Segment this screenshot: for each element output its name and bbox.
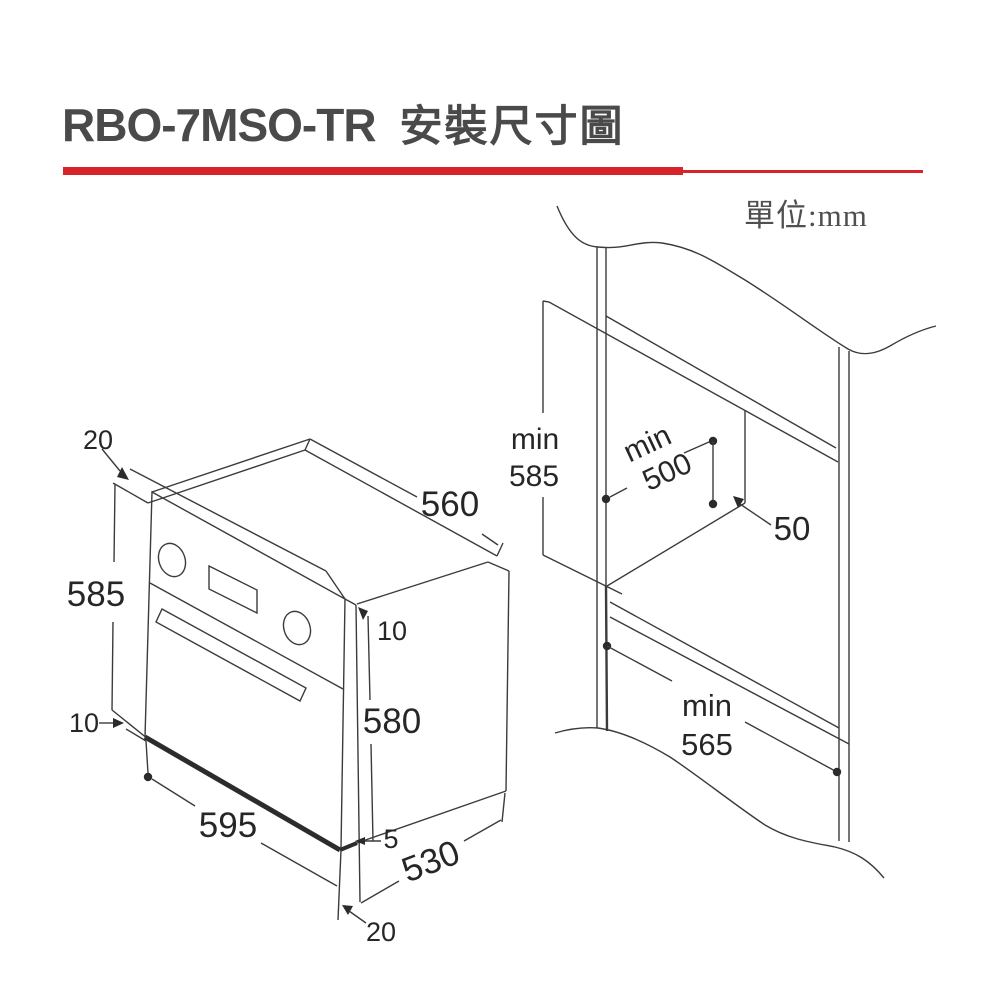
oven-door-bottom-edge-return	[339, 841, 358, 852]
oven-body-bottom-back-edge	[356, 790, 507, 844]
cabinet-niche-view	[542, 205, 937, 879]
oven-back-corner-chamfer	[487, 561, 510, 572]
oven-door-bottom-edge	[143, 734, 342, 853]
dim-50-leader	[739, 503, 772, 526]
oven-right-depth-edge	[356, 561, 489, 605]
dim-10bl-arrow	[113, 718, 124, 728]
dim-20b-arrow	[342, 905, 353, 915]
page-title: RBO-7MSO-TR 安裝尺寸圖	[62, 92, 625, 154]
dim-label-560: 560	[421, 485, 479, 524]
dim-580-line	[367, 615, 374, 842]
dim-label-10-top: 10	[377, 616, 407, 646]
dim-min500-dot-front	[601, 494, 611, 504]
dim-label-min-height-value: 585	[509, 460, 559, 493]
oven-top-corner-connector	[325, 570, 346, 600]
dim-label-min-base-word: min	[682, 688, 732, 723]
dim-label-530: 530	[397, 833, 466, 890]
oven-top-back-edge	[304, 449, 498, 557]
dim-20-top-arrow	[117, 467, 129, 480]
dim-20b-leader	[348, 910, 367, 924]
oven-control-band-divider	[149, 582, 344, 690]
oven-top-depth-edge-1	[147, 449, 306, 504]
oven-top-back-step	[304, 438, 311, 451]
dim-585-line	[111, 483, 116, 711]
dim-10tr-arrow	[358, 607, 368, 620]
cabinet-dimensions: min 585 min 500 50 min 565	[509, 301, 842, 777]
oven-display-window	[208, 564, 258, 615]
model-number: RBO-7MSO-TR	[62, 99, 377, 151]
niche-floor-edge-2	[609, 616, 850, 745]
oven-door-handle	[155, 608, 307, 702]
dim-595-ext-left	[145, 740, 149, 774]
oven-top-edge-back	[129, 468, 327, 572]
oven-isometric-view	[112, 438, 510, 903]
dim-label-min-height-word: min	[511, 423, 559, 456]
niche-floor-side-edge	[606, 502, 746, 587]
dim-label-5: 5	[383, 824, 398, 854]
cabinet-break-line-bottom	[554, 726, 885, 879]
title-underline	[63, 166, 923, 176]
dim-label-595: 595	[199, 806, 257, 845]
dim-595-dot	[143, 772, 153, 782]
oven-top-depth-edge-2	[151, 438, 311, 493]
oven-top-ext-left	[112, 482, 149, 504]
oven-body-right-edge	[505, 570, 510, 792]
dim-530-ext-right	[501, 792, 506, 823]
dim-min500-leader-front	[609, 487, 628, 498]
dim-595-line	[151, 778, 338, 887]
dim-min565-line	[606, 645, 838, 773]
oven-knob-left	[157, 542, 187, 578]
title-subject: 安裝尺寸圖	[399, 104, 625, 151]
oven-dimensions: 20 585 10 560 10 580 5 530 595 20	[67, 425, 506, 947]
dim-530-line	[360, 819, 502, 904]
dim-560-line	[309, 438, 499, 546]
oven-bottom-left-step	[125, 728, 147, 742]
cabinet-break-line-top	[556, 205, 937, 355]
oven-right-step	[344, 598, 357, 606]
niche-top-edge-outer	[542, 300, 839, 463]
dim-560-tick-right	[496, 542, 504, 557]
oven-knob-right	[282, 610, 312, 646]
niche-top-edge-inner	[605, 315, 837, 449]
dim-label-20-bottom: 20	[366, 917, 396, 947]
dim-label-580: 580	[363, 702, 421, 741]
dim-min565-dot-back	[832, 767, 842, 777]
dim-label-10-bottom: 10	[69, 708, 99, 738]
dim-label-20-top: 20	[83, 425, 113, 455]
dim-label-min-depth: min 500	[619, 419, 697, 498]
dim-label-rear-gap: 50	[774, 510, 811, 547]
title-underline-thin	[683, 169, 923, 173]
unit-note: 單位:mm	[744, 198, 868, 233]
dim-5-arrow	[355, 837, 365, 845]
dim-min500-leader-back	[683, 441, 710, 454]
niche-floor-edge-1	[609, 601, 840, 729]
dim-label-585: 585	[67, 575, 125, 614]
cabinet-left-inner-edge-lower	[604, 585, 609, 732]
dim-label-min-base-value: 565	[681, 727, 733, 762]
title-underline-thick	[63, 167, 683, 175]
oven-fascia-thickness-line	[355, 604, 361, 903]
dim-20-top-leader	[101, 448, 121, 472]
dim-50-arrow	[733, 496, 744, 508]
dim-min585-ext-bottom	[542, 554, 623, 595]
dim-585-ext-bottom	[111, 709, 149, 740]
dim-20b-ext	[337, 849, 342, 921]
dim-50-dot	[708, 499, 718, 509]
